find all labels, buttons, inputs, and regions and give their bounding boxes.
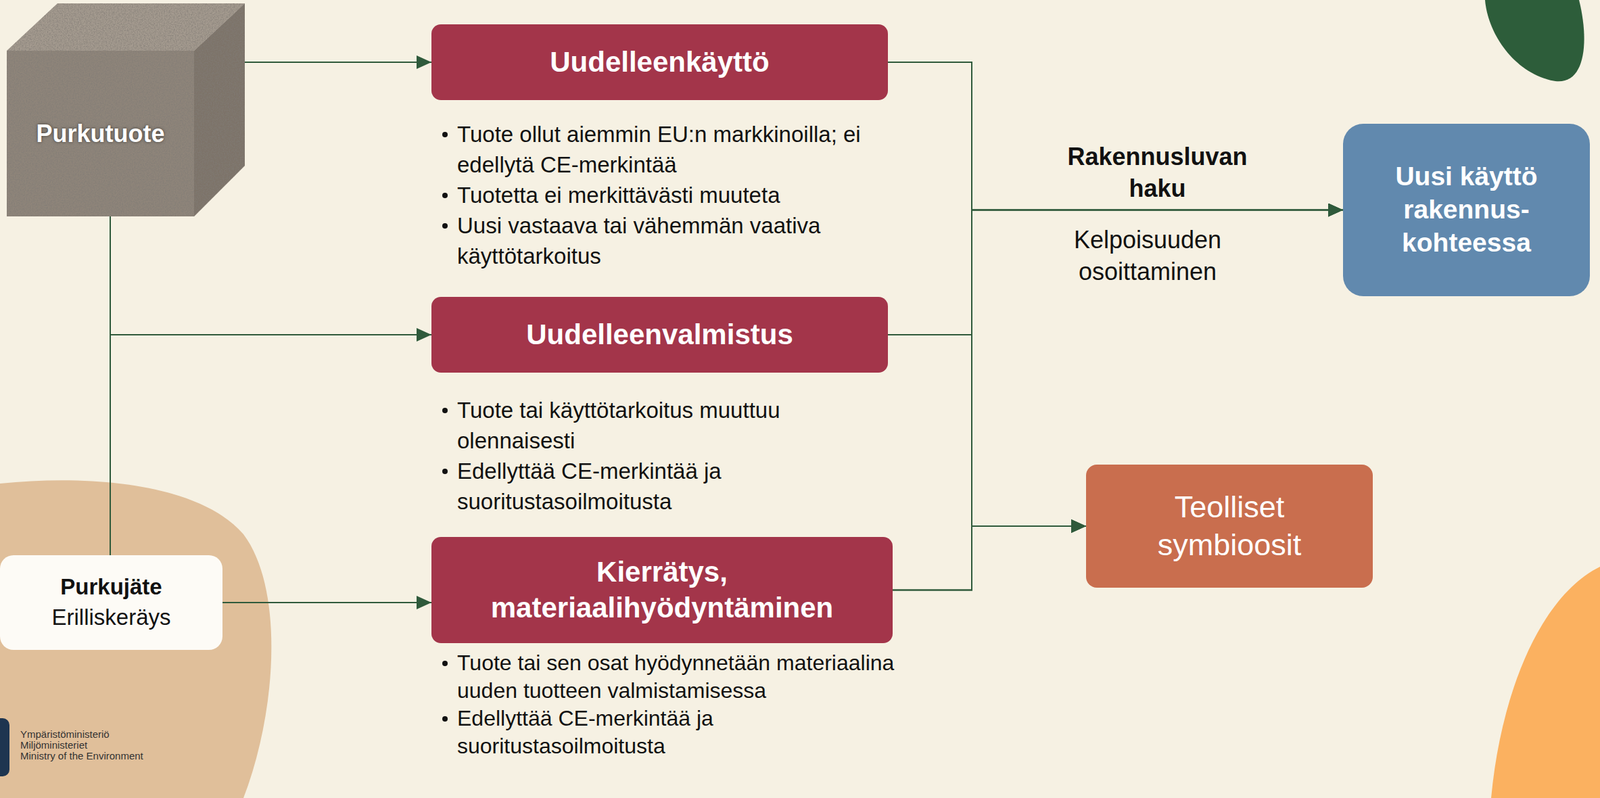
connector <box>892 526 1087 591</box>
connector <box>222 601 432 604</box>
bullet-item: Uusi vastaava tai vähemmän vaativa käytt… <box>440 210 899 272</box>
target-box: Uusi käyttö rakennus- kohteessa <box>1343 123 1590 297</box>
connector <box>887 210 1344 336</box>
bullet-dot <box>442 407 448 414</box>
bullet-item: Tuote ollut aiemmin EU:n markkinoilla; e… <box>440 119 899 180</box>
cube-side <box>194 3 245 217</box>
node-title: Purkutuote <box>6 119 195 149</box>
node-title: Kierrätys, materiaalihyödyntäminen <box>451 554 873 626</box>
target-box: Teolliset symbioosit <box>1086 464 1373 588</box>
node-title: Uusi käyttö rakennus- kohteessa <box>1356 160 1577 260</box>
bullet-list: Tuote ollut aiemmin EU:n markkinoilla; e… <box>440 119 899 272</box>
source-box: PurkujäteErilliskeräys <box>0 555 223 650</box>
cube-shape <box>6 3 245 217</box>
node-title: Uudelleenvalmistus <box>526 317 793 354</box>
node-subtitle: Erilliskeräys <box>51 602 171 633</box>
bullet-text: Tuotetta ei merkittävästi muuteta <box>457 182 781 208</box>
logo-mark <box>0 718 10 777</box>
bullet-dot <box>442 660 448 667</box>
cube-front <box>6 50 195 217</box>
bullet-dot <box>442 131 448 138</box>
node-title: Teolliset symbioosit <box>1099 488 1360 565</box>
connector <box>110 216 432 335</box>
bullet-list: Tuote tai käyttötarkoitus muuttuu olenna… <box>440 394 899 517</box>
green-blob <box>1485 0 1585 82</box>
bullet-dot <box>442 223 448 229</box>
process-box: Uudelleenkäyttö <box>431 24 888 101</box>
logo-text: Ympäristöministeriö <box>20 728 197 740</box>
bullet-text: Uusi vastaava tai vähemmän vaativa käytt… <box>457 213 821 269</box>
bullet-list: Tuote tai sen osat hyödynnetään materiaa… <box>440 649 899 761</box>
bullet-item: Edellyttää CE-merkintää ja suoritustasoi… <box>440 704 899 761</box>
node-title: Uudelleenkäyttö <box>549 44 769 81</box>
bullet-text: Edellyttää CE-merkintää ja suoritustasoi… <box>457 458 722 514</box>
bullet-text: Tuote tai käyttötarkoitus muuttuu olenna… <box>457 397 781 454</box>
orange-blob <box>1491 566 1600 798</box>
bullet-item: Edellyttää CE-merkintää ja suoritustasoi… <box>440 455 899 517</box>
bullet-text: Tuote tai sen osat hyödynnetään materiaa… <box>457 650 894 703</box>
edge-label: Rakennusluvan haku <box>1049 141 1266 205</box>
bullet-item: Tuote tai sen osat hyödynnetään materiaa… <box>440 649 899 705</box>
process-box: Kierrätys, materiaalihyödyntäminen <box>431 536 893 644</box>
bullet-dot <box>442 716 448 722</box>
bullet-item: Tuotetta ei merkittävästi muuteta <box>440 179 899 211</box>
process-box: Uudelleenvalmistus <box>431 296 888 373</box>
connector <box>887 334 1087 527</box>
bullet-dot <box>442 192 448 199</box>
connector <box>109 216 111 556</box>
logo-text: Ministry of the Environment <box>20 750 197 762</box>
connector <box>887 62 1087 527</box>
logo-text: Miljöministeriet <box>20 739 197 751</box>
tan-blob <box>0 480 272 798</box>
connector <box>244 61 432 63</box>
bullet-text: Edellyttää CE-merkintää ja suoritustasoi… <box>457 706 714 759</box>
bullet-text: Tuote ollut aiemmin EU:n markkinoilla; e… <box>457 121 861 178</box>
cube-node: Purkutuote <box>6 3 245 217</box>
edge-note: Kelpoisuuden osoittaminen <box>1039 224 1256 289</box>
connector <box>887 62 1344 211</box>
node-title: Purkujäte <box>60 572 162 603</box>
bullet-item: Tuote tai käyttötarkoitus muuttuu olenna… <box>440 394 899 456</box>
bullet-dot <box>442 468 448 475</box>
